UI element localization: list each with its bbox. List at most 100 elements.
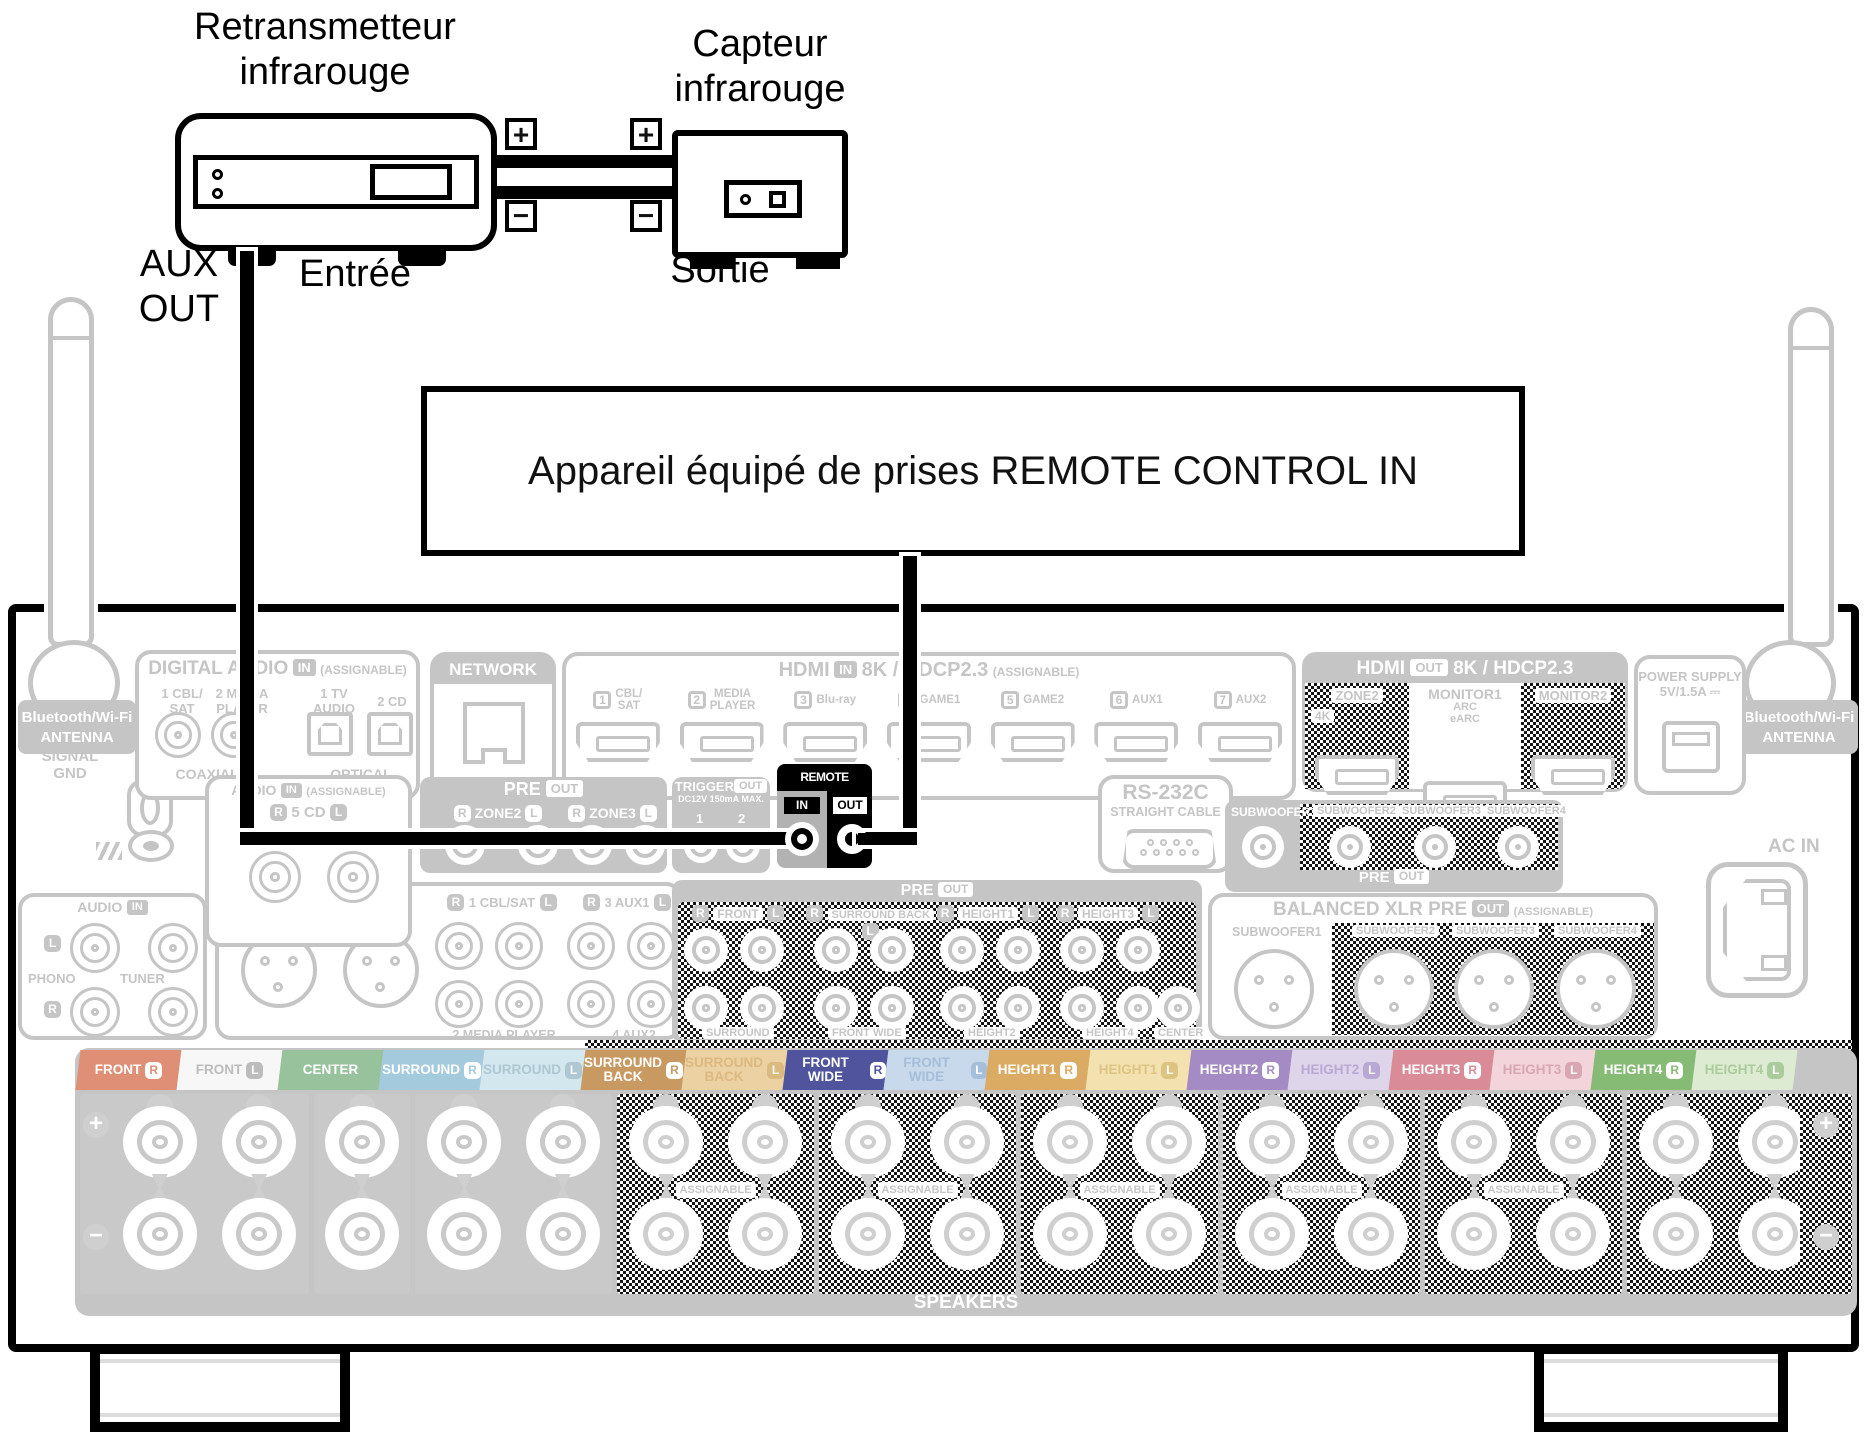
speaker-binding-post: [217, 1094, 301, 1294]
hdmi-port-number: 1: [593, 691, 612, 709]
trigger-label: TRIGGER: [674, 779, 734, 794]
channel-letter-badge: L: [970, 1061, 987, 1079]
post-connector-icon: [1668, 1174, 1685, 1202]
speaker-binding-post: [1531, 1094, 1615, 1294]
binding-post-plus: [122, 1106, 197, 1178]
hdmi-connector-icon: [886, 722, 971, 762]
pre-out-center-section: PRE OUT R FRONT L R SURROUND BACK L R HE…: [672, 880, 1208, 1043]
binding-post-plus: [1535, 1106, 1610, 1178]
ethernet-port: [463, 702, 525, 764]
post-connector-icon: [1564, 1174, 1581, 1202]
hdmi-in-port: 2 MEDIA PLAYER: [672, 684, 772, 762]
post-connector-icon: [251, 1174, 268, 1202]
device-box-label: Appareil équipé de prises REMOTE CONTROL…: [528, 448, 1418, 493]
hdmi-port-label: AUX1: [1132, 693, 1163, 706]
pre-center-label: CENTER: [1154, 1027, 1208, 1039]
speaker-label-chip: SURROUND BACK R: [583, 1050, 684, 1090]
sensor-window: [724, 180, 802, 218]
analog-jack: [495, 922, 543, 970]
assignable-note: (ASSIGNABLE): [1513, 906, 1594, 918]
pre-jack: [814, 986, 858, 1030]
straight-cable-label: STRAIGHT CABLE: [1110, 805, 1221, 819]
cblsat-analog-label: R 1 CBL/SAT L: [427, 894, 577, 912]
zone-pre-jack: [518, 825, 558, 865]
speaker-label-chip: FRONT WIDE L: [886, 1050, 987, 1090]
left-channel-badge: L: [330, 804, 348, 821]
assignable-note: (ASSIGNABLE): [320, 663, 407, 677]
speaker-channel-label: FRONT WIDE: [903, 1055, 950, 1084]
in-badge: IN: [834, 661, 858, 678]
xlr-pre-connector: [1556, 949, 1636, 1029]
speaker-label-chip: SURROUND BACK L: [684, 1050, 785, 1090]
remote-out-badge: OUT: [833, 797, 867, 814]
plus-terminal-icon: +: [505, 118, 537, 150]
post-connector-icon: [151, 1174, 168, 1202]
out-badge: OUT: [1410, 659, 1448, 676]
speaker-binding-post: [1127, 1094, 1211, 1294]
subwoofer4-label: SUBWOOFER4: [1554, 925, 1641, 937]
sensor-wire: [497, 155, 677, 168]
binding-post-minus: [831, 1198, 906, 1270]
tuner-label: TUNER: [120, 971, 165, 986]
speaker-channel-label: SURROUND: [381, 1062, 460, 1078]
binding-post-minus: [427, 1198, 502, 1270]
post-connector-icon: [554, 1174, 571, 1202]
channel-letter-badge: R: [1666, 1061, 1684, 1079]
post-connector-icon: [456, 1174, 473, 1202]
zone2-4k-label: 4K: [1311, 709, 1335, 723]
trigger1-label: 1: [696, 811, 704, 826]
assignable-label: ASSIGNABLE: [1483, 1182, 1564, 1198]
device-foot: [398, 249, 446, 266]
coaxial-jack: [155, 712, 201, 758]
speaker-binding-post: [1634, 1094, 1718, 1294]
pre-jack: [684, 928, 728, 972]
post-connector-icon: [1766, 1174, 1783, 1202]
trigger2-label: 2: [738, 811, 746, 826]
ir-retransmitter-device: [175, 113, 497, 251]
plus-terminal-icon: +: [630, 118, 662, 150]
pre-out-label: PRE OUT: [1225, 869, 1563, 886]
speaker-terminal-group-front-wide: ASSIGNABLE: [819, 1094, 1016, 1294]
speaker-channel-label: HEIGHT3: [1401, 1062, 1461, 1078]
speaker-label-chip: SURROUND L: [482, 1050, 583, 1090]
out-badge: OUT: [734, 779, 768, 793]
speaker-terminal-group-height1: ASSIGNABLE: [1021, 1094, 1218, 1294]
speaker-terminal-group-end: + −: [1800, 1094, 1852, 1294]
hdmi-in-port: 5 GAME2: [983, 684, 1083, 762]
receiver-rear-panel: [8, 604, 1859, 1352]
hdmi-port-number: 2: [687, 691, 706, 709]
zone2-pre-label: R ZONE2 L: [438, 805, 558, 822]
indicator-led-icon: [212, 188, 223, 199]
binding-post-minus: [629, 1198, 704, 1270]
speaker-channel-label: FRONT: [94, 1062, 142, 1078]
in-badge: IN: [280, 783, 302, 798]
receiver-foot: [1534, 1344, 1788, 1432]
tuner-jack-l: [148, 923, 198, 973]
speaker-label-chip: HEIGHT1 L: [1088, 1050, 1189, 1090]
assignable-label: ASSIGNABLE: [1079, 1182, 1160, 1198]
zone2-label: ZONE2: [1331, 688, 1383, 703]
trigger-spec: DC12V 150mA MAX.: [678, 794, 764, 804]
aux-out-label: AUX OUT: [138, 243, 220, 330]
speaker-channel-label: HEIGHT2: [1199, 1062, 1259, 1078]
channel-letter-badge: L: [1767, 1061, 1785, 1079]
hdmi-connector-icon: [1315, 755, 1399, 795]
rs232c-section: RS-232C STRAIGHT CABLE: [1098, 775, 1233, 873]
binding-post-minus: [1333, 1198, 1408, 1270]
pre-label: PRE: [503, 779, 541, 799]
out-badge: OUT: [545, 780, 584, 797]
remote-control-in-device-box: Appareil équipé de prises REMOTE CONTROL…: [421, 386, 1525, 556]
binding-post-plus: [325, 1106, 399, 1178]
pre-height4-label: HEIGHT4: [1082, 1027, 1138, 1039]
monitor2-label: MONITOR2: [1534, 688, 1612, 703]
ac-in-label: AC IN: [1768, 836, 1820, 857]
speaker-channel-label: SURROUND BACK: [684, 1055, 763, 1084]
speaker-terminal-group-surround-back: ASSIGNABLE: [617, 1094, 814, 1294]
cd-label: 5 CD: [291, 804, 326, 821]
xlr-pre-connector: [1454, 949, 1534, 1029]
subwoofer2-label: SUBWOOFER2: [1352, 925, 1439, 937]
hdmi-port-label: GAME2: [1023, 693, 1065, 706]
speaker-label-chip: FRONT R: [78, 1050, 179, 1090]
speaker-terminal-group-height3: ASSIGNABLE: [1425, 1094, 1622, 1294]
network-title: NETWORK: [434, 656, 552, 684]
